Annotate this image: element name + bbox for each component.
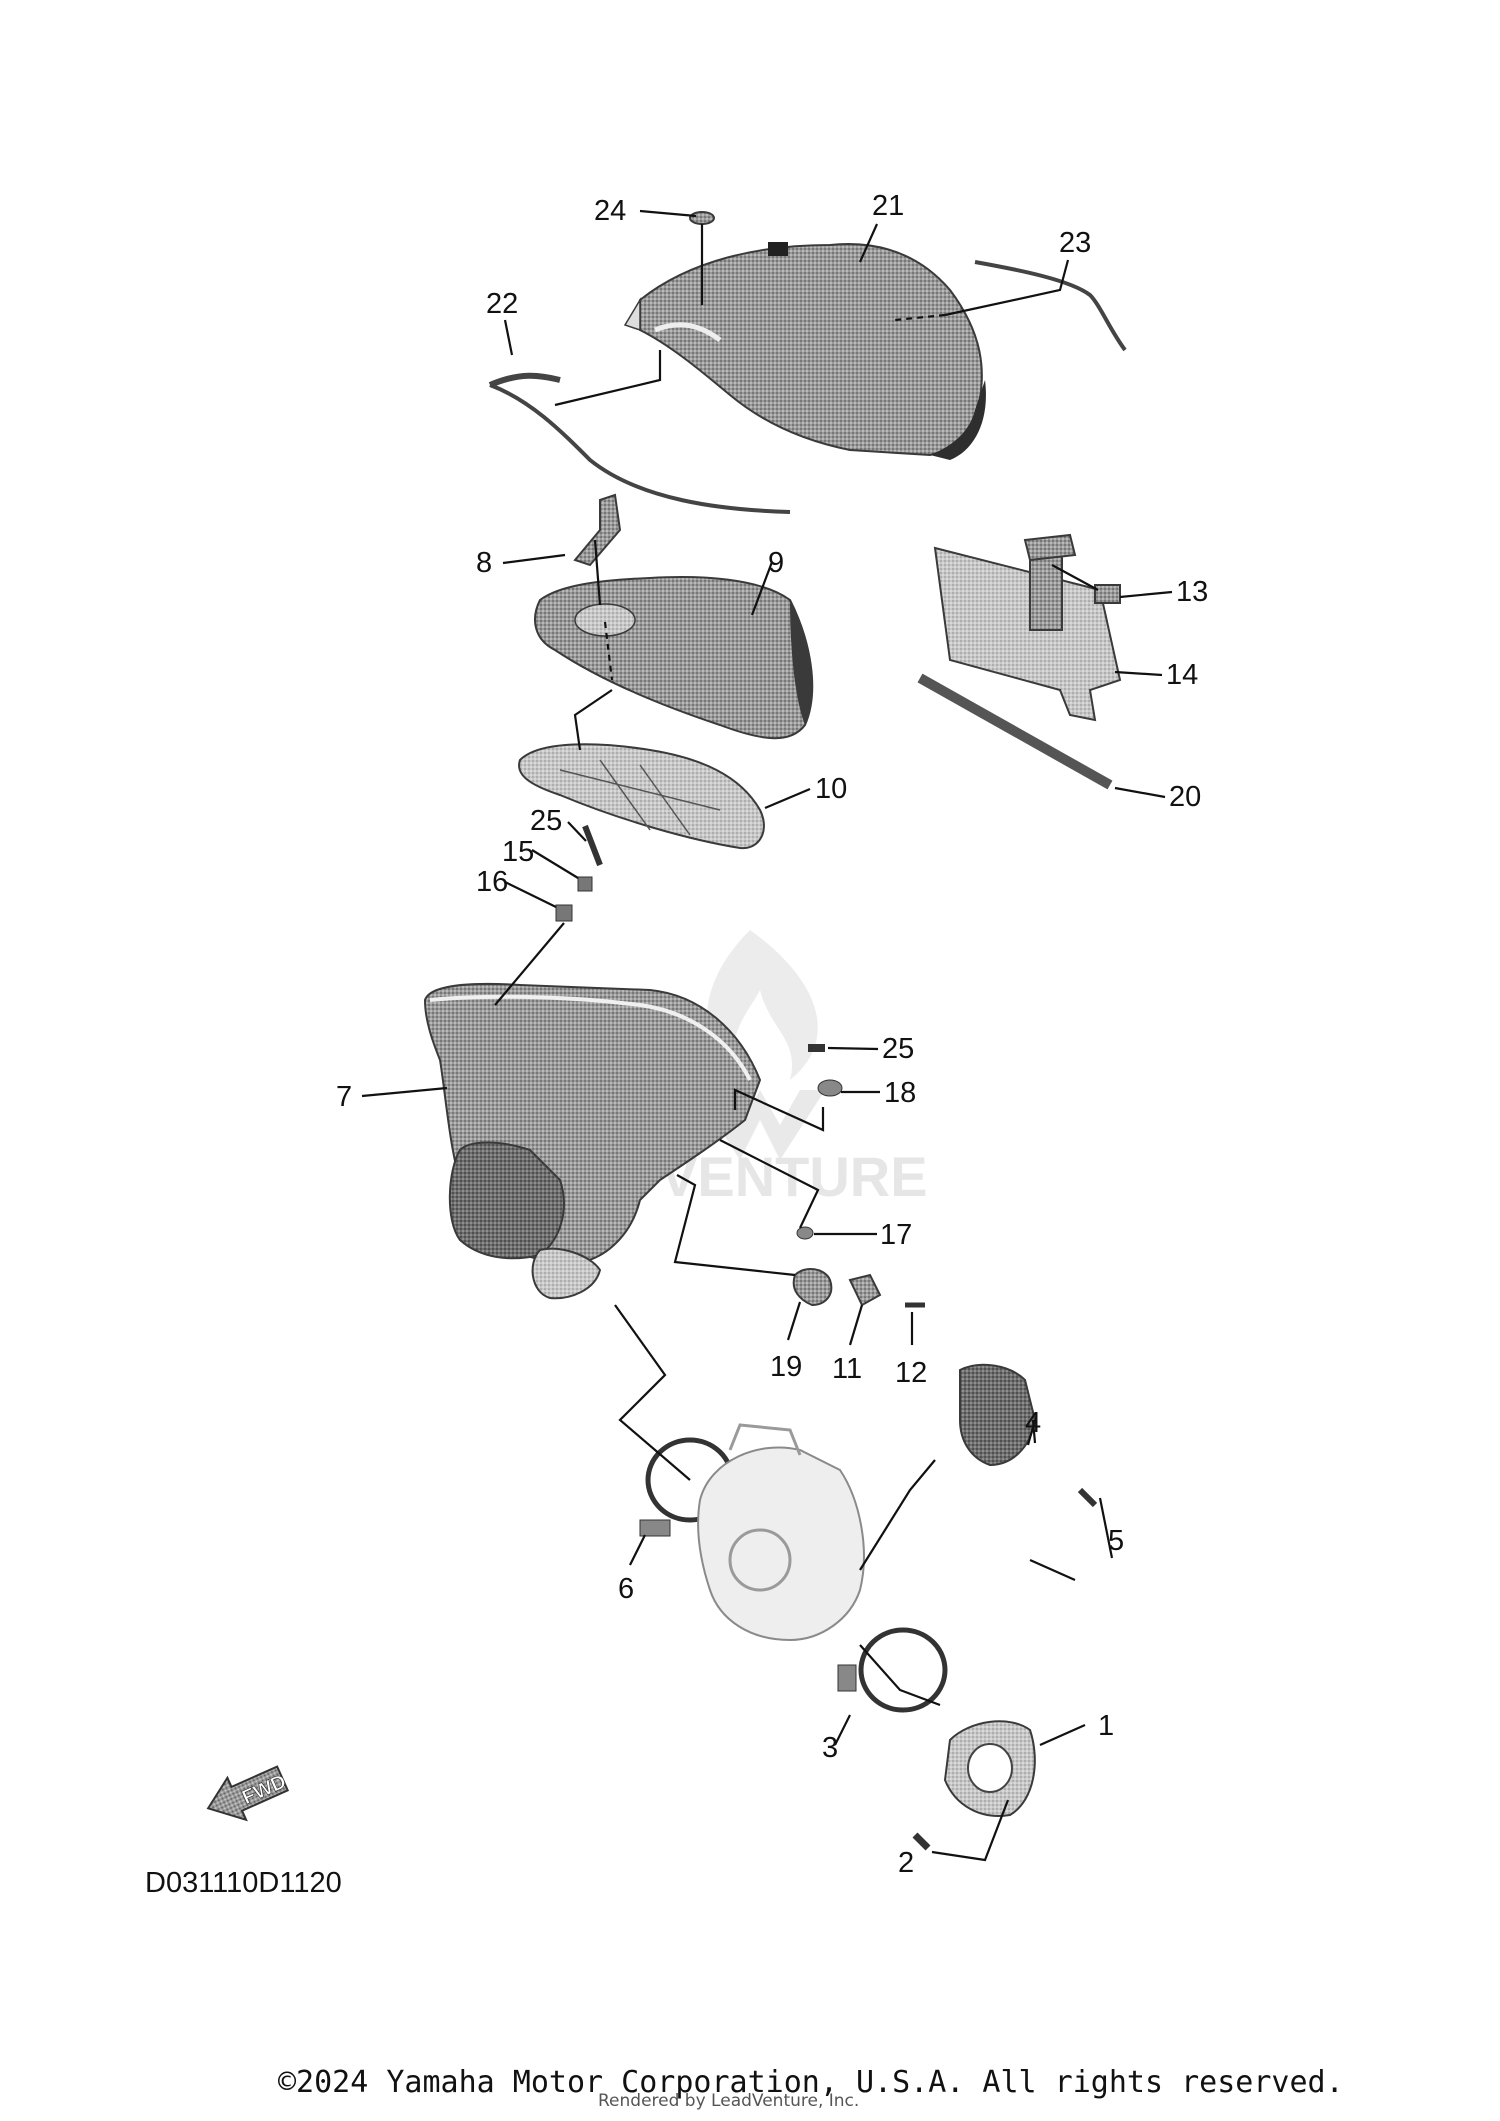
washer-15 — [577, 876, 593, 892]
callout-25-upper: 25 — [530, 805, 562, 837]
callout-6: 6 — [618, 1573, 634, 1605]
throttle-body-part — [697, 1423, 865, 1642]
callout-18: 18 — [884, 1077, 916, 1109]
callout-15: 15 — [502, 836, 534, 868]
callout-25-lower: 25 — [882, 1033, 914, 1065]
bracket-assembly-part — [933, 533, 1122, 722]
callout-22: 22 — [486, 288, 518, 320]
hose-22-part — [488, 372, 561, 388]
intake-joint-part — [943, 1720, 1036, 1817]
hose-22-tail — [489, 383, 791, 514]
collar-18 — [817, 1079, 843, 1097]
callout-19: 19 — [770, 1351, 802, 1383]
hose-23-part — [974, 260, 1127, 352]
nut-16 — [555, 904, 573, 922]
screw-5 — [1077, 1487, 1098, 1508]
sensor-19 — [792, 1268, 833, 1307]
callout-2: 2 — [898, 1847, 914, 1879]
callout-1: 1 — [1098, 1710, 1114, 1742]
sensor-housing-4 — [959, 1363, 1037, 1467]
grommet-part — [689, 211, 715, 225]
callout-8: 8 — [476, 547, 492, 579]
callout-13: 13 — [1176, 576, 1208, 608]
callout-12: 12 — [895, 1357, 927, 1389]
fwd-arrow-icon: FWD — [206, 1765, 290, 1822]
bracket-part — [573, 493, 622, 567]
credit-text: Rendered by LeadVenture, Inc. — [598, 2091, 859, 2111]
callout-20: 20 — [1169, 781, 1201, 813]
callout-14: 14 — [1166, 659, 1198, 691]
airbox-cover-part — [534, 576, 814, 740]
callout-23: 23 — [1059, 227, 1091, 259]
callout-7: 7 — [336, 1081, 352, 1113]
diagram-code: D031110D1120 — [145, 1867, 342, 1899]
callout-3: 3 — [822, 1732, 838, 1764]
rod-part — [917, 673, 1113, 790]
top-cover-part — [623, 242, 986, 460]
callout-11: 11 — [832, 1353, 862, 1385]
sensor-11 — [848, 1273, 882, 1307]
screw-2 — [912, 1832, 931, 1851]
callout-16: 16 — [476, 866, 508, 898]
bolt-25-upper — [582, 824, 603, 867]
callout-17: 17 — [880, 1219, 912, 1251]
callout-21: 21 — [872, 190, 904, 222]
leader-lines — [361, 209, 1173, 1862]
callout-5: 5 — [1108, 1525, 1124, 1557]
callout-9: 9 — [768, 547, 784, 579]
callout-10: 10 — [815, 773, 847, 805]
airbox-case-part — [423, 982, 762, 1300]
air-filter-part — [518, 743, 765, 850]
grommet-17 — [796, 1226, 814, 1240]
callout-24: 24 — [594, 195, 626, 227]
callout-4: 4 — [1025, 1407, 1041, 1439]
clamp-3-part — [837, 1627, 948, 1713]
copyright-text: ©2024 Yamaha Motor Corporation, U.S.A. A… — [278, 2065, 1344, 2100]
